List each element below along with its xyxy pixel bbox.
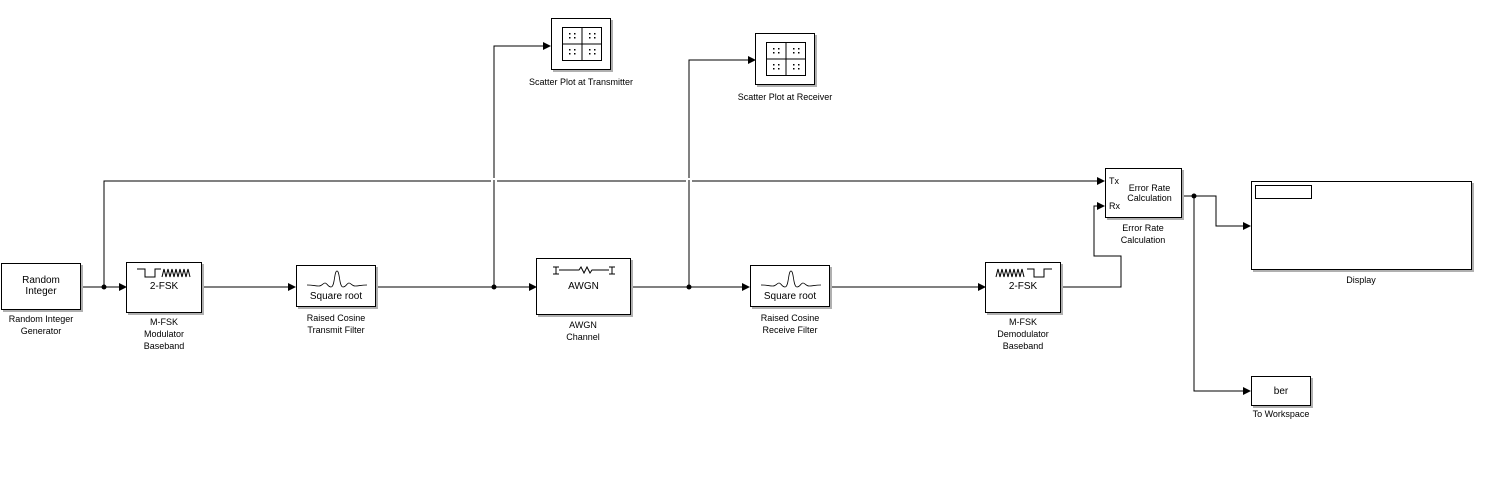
to-workspace-block[interactable]: ber bbox=[1251, 376, 1311, 406]
channel-icon bbox=[553, 265, 615, 275]
scatter-rx-caption: Scatter Plot at Receiver bbox=[737, 92, 833, 102]
scatter-plot-receiver-block[interactable] bbox=[755, 33, 815, 85]
error-rate-calculation-block[interactable]: Tx Rx Error Rate Calculation bbox=[1105, 168, 1182, 218]
mfsk-demodulator-block[interactable]: 2-FSK bbox=[985, 262, 1061, 313]
awgn-caption: AWGN Channel bbox=[566, 320, 600, 342]
mfsk-modulator-block[interactable]: 2-FSK bbox=[126, 262, 202, 313]
branch-point bbox=[686, 284, 692, 290]
to-workspace-label: ber bbox=[1273, 386, 1289, 397]
line-rand-to-errtx bbox=[103, 177, 1105, 287]
random-integer-caption: Random Integer Generator bbox=[8, 314, 74, 336]
line-demod-to-errrx bbox=[1061, 202, 1122, 288]
branch-point bbox=[491, 284, 497, 290]
awgn-label: AWGN bbox=[568, 281, 599, 292]
line-rctx-to-scattertx bbox=[493, 42, 551, 287]
display-value-field bbox=[1255, 185, 1312, 199]
scatter-tx-caption: Scatter Plot at Transmitter bbox=[528, 77, 634, 87]
rc-tx-label: Square root bbox=[309, 291, 363, 302]
sinc-pulse-icon bbox=[307, 270, 367, 288]
error-rate-caption: Error Rate Calculation bbox=[1120, 223, 1166, 245]
tx-port-label: Tx bbox=[1109, 176, 1119, 186]
to-workspace-caption: To Workspace bbox=[1252, 409, 1310, 419]
fsk-waveform-icon bbox=[995, 268, 1052, 278]
display-caption: Display bbox=[1346, 275, 1376, 285]
mfsk-demodulator-label: 2-FSK bbox=[1008, 281, 1038, 292]
raised-cosine-receive-filter-block[interactable]: Square root bbox=[750, 265, 830, 307]
branch-point bbox=[101, 284, 107, 290]
rx-port-label: Rx bbox=[1109, 201, 1120, 211]
sinc-pulse-icon bbox=[761, 270, 821, 288]
constellation-icon bbox=[562, 27, 602, 61]
random-integer-label: Random Integer bbox=[22, 275, 60, 297]
fsk-waveform-icon bbox=[137, 268, 191, 278]
constellation-icon bbox=[766, 42, 806, 76]
mfsk-modulator-label: 2-FSK bbox=[149, 281, 179, 292]
rc-rx-caption: Raised Cosine Receive Filter bbox=[760, 313, 820, 335]
display-block[interactable] bbox=[1251, 181, 1472, 270]
error-rate-label: Error Rate Calculation bbox=[1127, 183, 1172, 203]
raised-cosine-transmit-filter-block[interactable]: Square root bbox=[296, 265, 376, 307]
line-err-to-workspace bbox=[1193, 196, 1251, 395]
line-err-to-display bbox=[1182, 195, 1251, 230]
random-integer-generator-block[interactable]: Random Integer bbox=[1, 263, 81, 310]
rc-tx-caption: Raised Cosine Transmit Filter bbox=[306, 313, 366, 335]
rc-rx-label: Square root bbox=[763, 291, 817, 302]
awgn-channel-block[interactable]: AWGN bbox=[536, 258, 631, 315]
line-awgn-to-scatterrx bbox=[688, 56, 756, 287]
mfsk-modulator-caption: M-FSK Modulator Baseband bbox=[143, 317, 185, 351]
mfsk-demodulator-caption: M-FSK Demodulator Baseband bbox=[997, 317, 1049, 351]
branch-point bbox=[1191, 193, 1197, 199]
scatter-plot-transmitter-block[interactable] bbox=[551, 18, 611, 70]
